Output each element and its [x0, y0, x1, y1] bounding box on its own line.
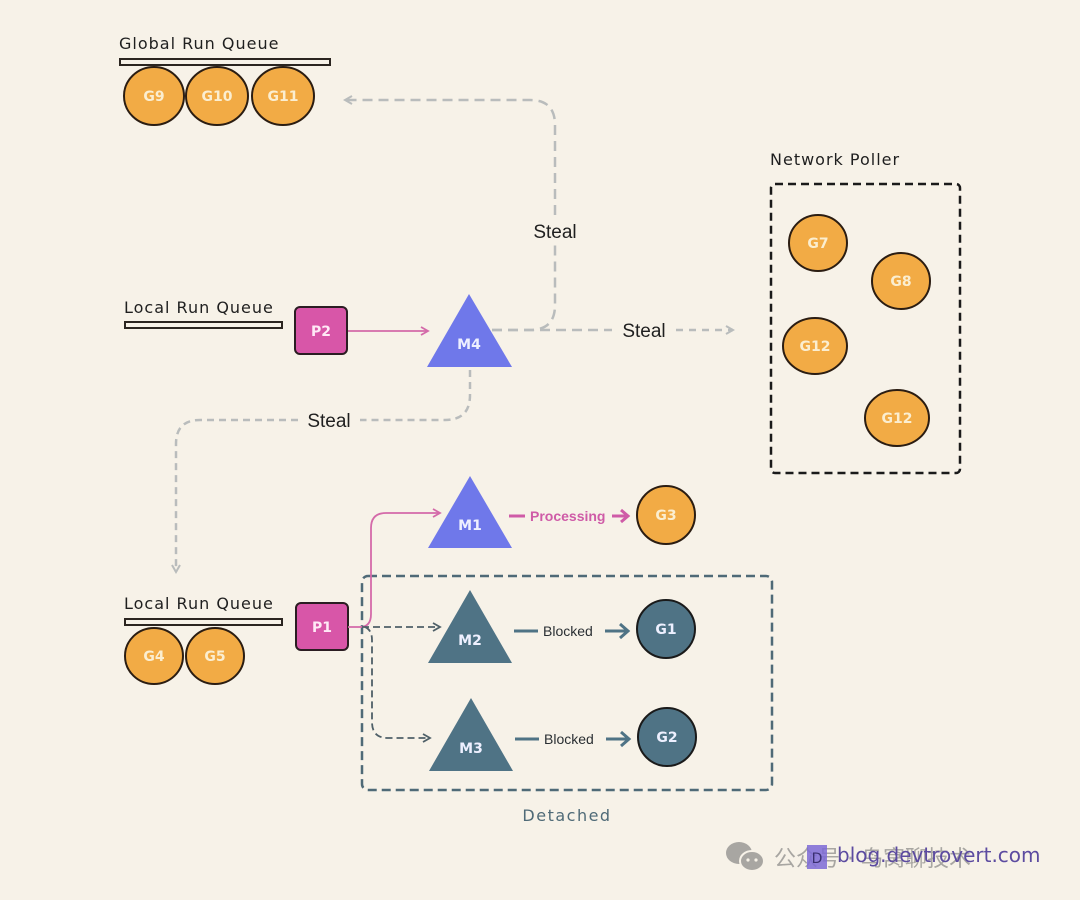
bottom-local-queue-bar — [124, 618, 283, 626]
goroutine-g10: G10 — [185, 66, 249, 126]
site-logo-icon — [807, 845, 827, 869]
p1-to-m3-arrow — [364, 626, 432, 743]
blocked-arrow-icon-1 — [605, 622, 631, 640]
global-queue-bar — [119, 58, 331, 66]
goroutine-g5: G5 — [185, 627, 245, 685]
processing-label: Processing — [530, 508, 605, 524]
network-poller: Network Poller G7 G8 G12 G12 — [769, 150, 962, 475]
goroutine-g8: G8 — [871, 252, 931, 310]
svg-text:G3: G3 — [655, 508, 676, 524]
svg-text:G5: G5 — [204, 649, 225, 665]
svg-text:G9: G9 — [143, 89, 164, 105]
goroutine-g7: G7 — [788, 214, 848, 272]
global-queue-label: Global Run Queue — [119, 34, 279, 53]
steal-path-local-right — [360, 370, 472, 422]
svg-text:M2: M2 — [458, 633, 482, 649]
svg-text:M3: M3 — [459, 741, 483, 757]
watermark-prefix: 公众号 · 鸟窝聊技术 — [774, 847, 971, 872]
svg-text:G8: G8 — [890, 274, 911, 290]
svg-text:P1: P1 — [312, 620, 332, 636]
detached-box — [360, 574, 774, 792]
detached-group: Detached — [360, 574, 774, 825]
goroutine-g12-b: G12 — [864, 389, 930, 447]
svg-text:G11: G11 — [268, 89, 299, 105]
watermark-site: blog.devtrovert.com — [837, 843, 1041, 867]
steal-label-global: Steal — [533, 222, 576, 243]
svg-text:G4: G4 — [143, 649, 164, 665]
machine-m2: M2 — [428, 590, 512, 663]
bottom-local-queue-label: Local Run Queue — [124, 594, 274, 613]
svg-text:M1: M1 — [458, 518, 482, 534]
detached-label: Detached — [522, 806, 611, 825]
processing-arrow-icon — [612, 508, 631, 524]
bottom-local-run-queue: Local Run Queue G4 G5 — [124, 594, 283, 685]
goroutine-g9: G9 — [123, 66, 185, 126]
goroutine-g4: G4 — [124, 627, 184, 685]
svg-text:M4: M4 — [457, 337, 481, 353]
network-poller-box — [769, 182, 962, 475]
top-local-queue-label: Local Run Queue — [124, 298, 274, 317]
goroutine-g3: G3 — [636, 485, 696, 545]
global-run-queue: Global Run Queue G9 G10 G11 — [119, 34, 331, 126]
svg-text:G10: G10 — [202, 89, 233, 105]
svg-text:G1: G1 — [655, 622, 676, 638]
processor-p1: P1 — [295, 602, 349, 651]
steal-path-global-upper — [345, 100, 557, 215]
blocked-label-1: Blocked — [543, 623, 593, 639]
machine-m1: M1 — [428, 476, 512, 548]
machine-m4: M4 — [427, 294, 512, 367]
watermark: 公众号 · 鸟窝聊技术 D blog.devtrovert.com — [726, 842, 1041, 872]
svg-text:G7: G7 — [807, 236, 828, 252]
blocked-label-2: Blocked — [544, 731, 594, 747]
top-local-queue-bar — [124, 321, 283, 329]
steal-path-global-lower — [492, 245, 557, 332]
network-poller-label: Network Poller — [770, 150, 900, 169]
svg-text:D: D — [812, 851, 823, 867]
steal-label-poller: Steal — [622, 321, 665, 342]
goroutine-g1: G1 — [636, 599, 696, 659]
blocked-arrow-icon-2 — [606, 730, 632, 748]
goroutine-g12-a: G12 — [782, 317, 848, 375]
wechat-icon — [726, 842, 765, 872]
svg-text:G12: G12 — [882, 411, 913, 427]
machine-m3: M3 — [429, 698, 513, 771]
p1-to-m1-arrow — [348, 508, 442, 628]
svg-text:P2: P2 — [311, 324, 331, 340]
top-local-run-queue: Local Run Queue — [124, 298, 283, 329]
goroutine-g2: G2 — [637, 707, 697, 767]
svg-text:G2: G2 — [656, 730, 677, 746]
processor-p2: P2 — [294, 306, 348, 355]
steal-label-local: Steal — [307, 411, 350, 432]
goroutine-g11: G11 — [251, 66, 315, 126]
steal-path-local-left — [176, 418, 298, 572]
svg-text:G12: G12 — [800, 339, 831, 355]
